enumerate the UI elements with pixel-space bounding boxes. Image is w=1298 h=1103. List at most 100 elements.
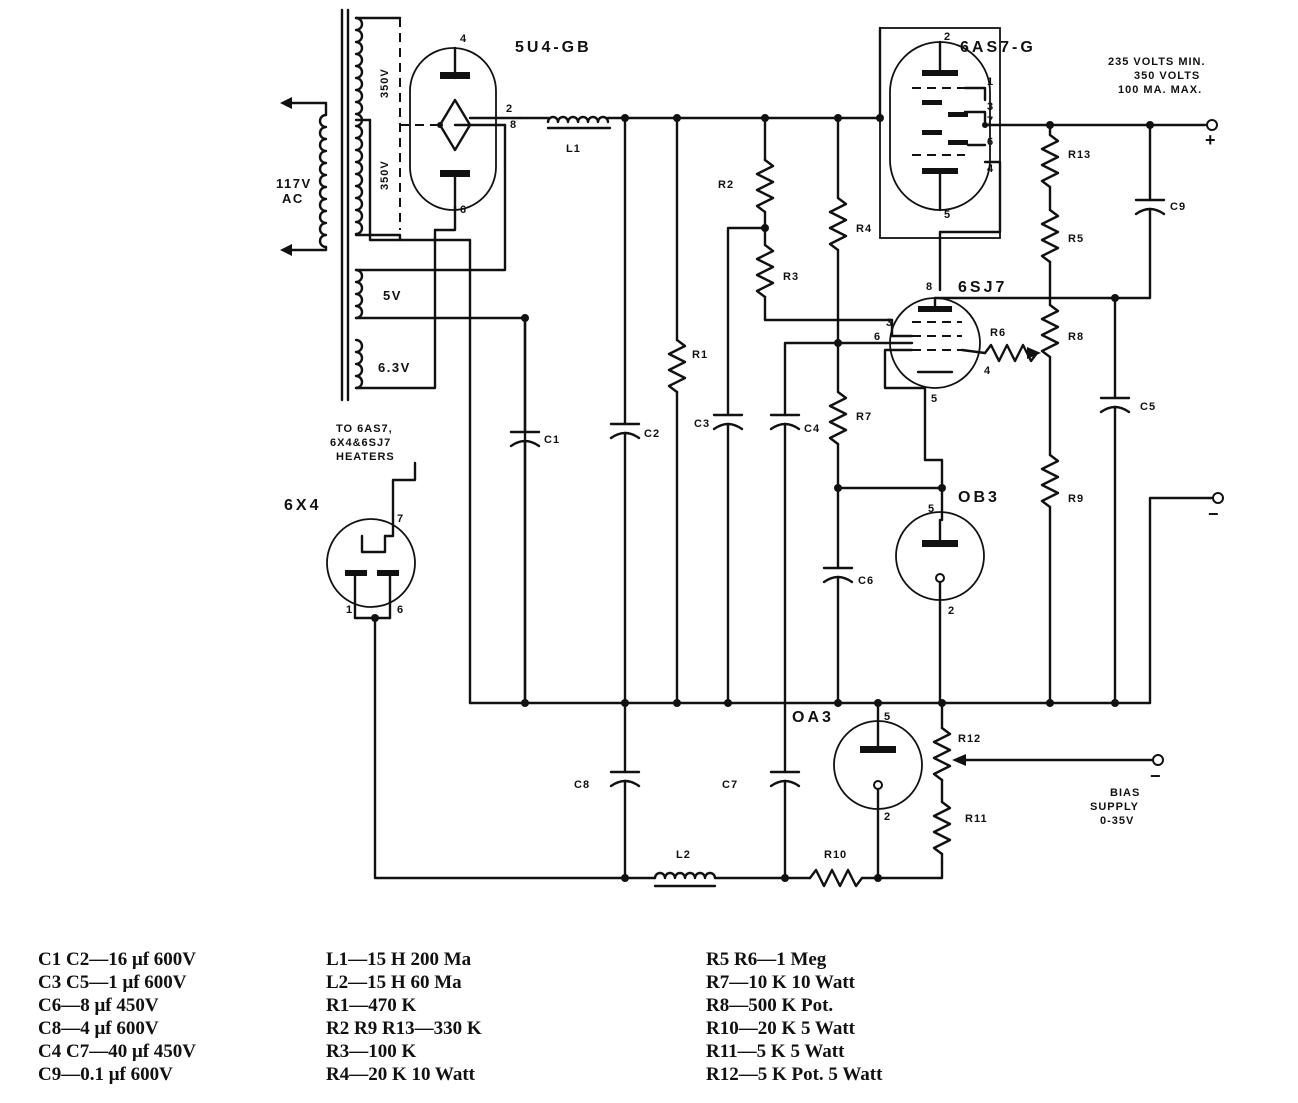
resistor-r12-r11 — [932, 701, 1164, 864]
c6-label: C6 — [858, 575, 874, 587]
parts-entry: R7—10 K 10 Watt — [706, 972, 856, 993]
power-transformer — [280, 8, 364, 402]
pin-label: 5 — [884, 711, 890, 723]
tube-6sj7-label: 6SJ7 — [958, 279, 1007, 296]
pin-label: 3 — [987, 101, 993, 113]
parts-column-capacitors: C1 C2—16 μf 600V C3 C5—1 μf 600V C6—8 μf… — [38, 948, 196, 1086]
r4-label: R4 — [856, 223, 872, 235]
parts-list: C1 C2—16 μf 600V C3 C5—1 μf 600V C6—8 μf… — [38, 948, 1038, 1088]
pin-label: 8 — [926, 281, 932, 293]
parts-entry: R12—5 K Pot. 5 Watt — [706, 1064, 883, 1085]
bias-label-line-2: SUPPLY — [1090, 801, 1139, 813]
pin-label: 6 — [874, 331, 880, 343]
pin-label: 2 — [506, 103, 512, 115]
output-spec-line-1: 235 VOLTS MIN. — [1108, 56, 1206, 68]
r11-label: R11 — [965, 813, 988, 825]
c8-label: C8 — [574, 779, 590, 791]
parts-entry: C3 C5—1 μf 600V — [38, 972, 187, 993]
c3-label: C3 — [694, 418, 710, 430]
output-spec-line-2: 350 VOLTS — [1134, 70, 1200, 82]
output-minus-sign: − — [1208, 504, 1219, 524]
hv-upper-voltage-label: 350V — [379, 68, 391, 98]
c4-label: C4 — [804, 423, 820, 435]
resistor-r10 — [808, 860, 944, 888]
pin-label: 5 — [931, 393, 937, 405]
parts-entry: C1 C2—16 μf 600V — [38, 949, 197, 970]
resistor-r1 — [667, 116, 687, 705]
capacitor-c2 — [609, 116, 641, 705]
pin-label: 4 — [987, 163, 994, 175]
pin-label: 5 — [928, 503, 934, 515]
c9-label: C9 — [1170, 201, 1186, 213]
r10-label: R10 — [824, 849, 847, 861]
resistor-r7 — [828, 341, 944, 492]
c1-label: C1 — [544, 434, 560, 446]
resistor-r2-r3 — [726, 116, 894, 417]
resistor-r6 — [983, 343, 1039, 363]
pin-label: 5 — [944, 209, 950, 221]
filament-5v-label: 5V — [383, 288, 402, 303]
pin-label: 4 — [460, 33, 467, 45]
c7-label: C7 — [722, 779, 738, 791]
parts-column-chokes-resistors: L1—15 H 200 Ma L2—15 H 60 Ma R1—470 K R2… — [326, 948, 482, 1086]
choke-l1 — [518, 115, 882, 130]
heater-note-line-2: 6X4&6SJ7 — [330, 437, 391, 449]
parts-entry: R1—470 K — [326, 995, 417, 1016]
output-divider — [1027, 123, 1060, 705]
schematic-diagram: 117V AC 350V 350V 5V 6.3V TO 6AS7, 6X4&6… — [276, 8, 1224, 888]
parts-entry: R11—5 K 5 Watt — [706, 1041, 845, 1062]
pin-label: 4 — [984, 365, 991, 377]
pin-label: 6 — [987, 136, 993, 148]
r7-label: R7 — [856, 411, 872, 423]
capacitor-c6 — [822, 486, 854, 705]
parts-column-resistors: R5 R6—1 Meg R7—10 K 10 Watt R8—500 K Pot… — [706, 948, 882, 1086]
tube-6x4 — [326, 513, 657, 880]
pin-label: 7 — [397, 513, 403, 525]
r5-label: R5 — [1068, 233, 1084, 245]
pin-label: 8 — [510, 119, 516, 131]
filament-63v-label: 6.3V — [378, 360, 411, 375]
r8-label: R8 — [1068, 331, 1084, 343]
primary-voltage-label-2: AC — [282, 191, 304, 206]
tube-oa3-label: OA3 — [792, 709, 834, 726]
output-spec-line-3: 100 MA. MAX. — [1118, 84, 1202, 96]
r3-label: R3 — [783, 271, 799, 283]
parts-entry: R3—100 K — [326, 1041, 417, 1062]
tube-5u4gb-label: 5U4-GB — [515, 39, 592, 56]
capacitor-c1 — [509, 316, 541, 705]
l2-label: L2 — [676, 849, 691, 861]
capacitor-c3 — [712, 413, 744, 705]
parts-entry: C6—8 μf 450V — [38, 995, 159, 1016]
pin-label: 1 — [346, 604, 352, 616]
capacitor-c9 — [933, 123, 1166, 300]
bias-label-line-1: BIAS — [1110, 787, 1140, 799]
pin-label: 1 — [987, 76, 993, 88]
parts-entry: R2 R9 R13—330 K — [326, 1018, 482, 1039]
tube-6sj7 — [883, 296, 987, 522]
parts-entry: L1—15 H 200 Ma — [326, 949, 472, 970]
capacitor-c5 — [1099, 294, 1131, 705]
pin-label: 7 — [987, 115, 993, 127]
tube-5u4gb — [400, 46, 522, 212]
pin-label: 2 — [948, 605, 954, 617]
pin-label: 6 — [460, 204, 466, 216]
bias-minus-sign: − — [1150, 766, 1161, 786]
tube-6x4-label: 6X4 — [284, 497, 321, 514]
r1-label: R1 — [692, 349, 708, 361]
tube-ob3 — [895, 511, 985, 705]
tube-6as7g — [878, 26, 1002, 292]
pin-label: 2 — [884, 811, 890, 823]
parts-entry: C8—4 μf 600V — [38, 1018, 159, 1039]
resistor-r4 — [828, 116, 848, 347]
parts-entry: C9—0.1 μf 600V — [38, 1064, 173, 1085]
parts-entry: R8—500 K Pot. — [706, 995, 834, 1016]
parts-entry: R5 R6—1 Meg — [706, 949, 827, 970]
r9-label: R9 — [1068, 493, 1084, 505]
heater-note-line-1: TO 6AS7, — [336, 423, 393, 435]
c5-label: C5 — [1140, 401, 1156, 413]
tube-oa3 — [833, 701, 923, 880]
parts-entry: R4—20 K 10 Watt — [326, 1064, 476, 1085]
bias-label-line-3: 0-35V — [1100, 815, 1134, 827]
r12-label: R12 — [958, 733, 981, 745]
c2-label: C2 — [644, 428, 660, 440]
